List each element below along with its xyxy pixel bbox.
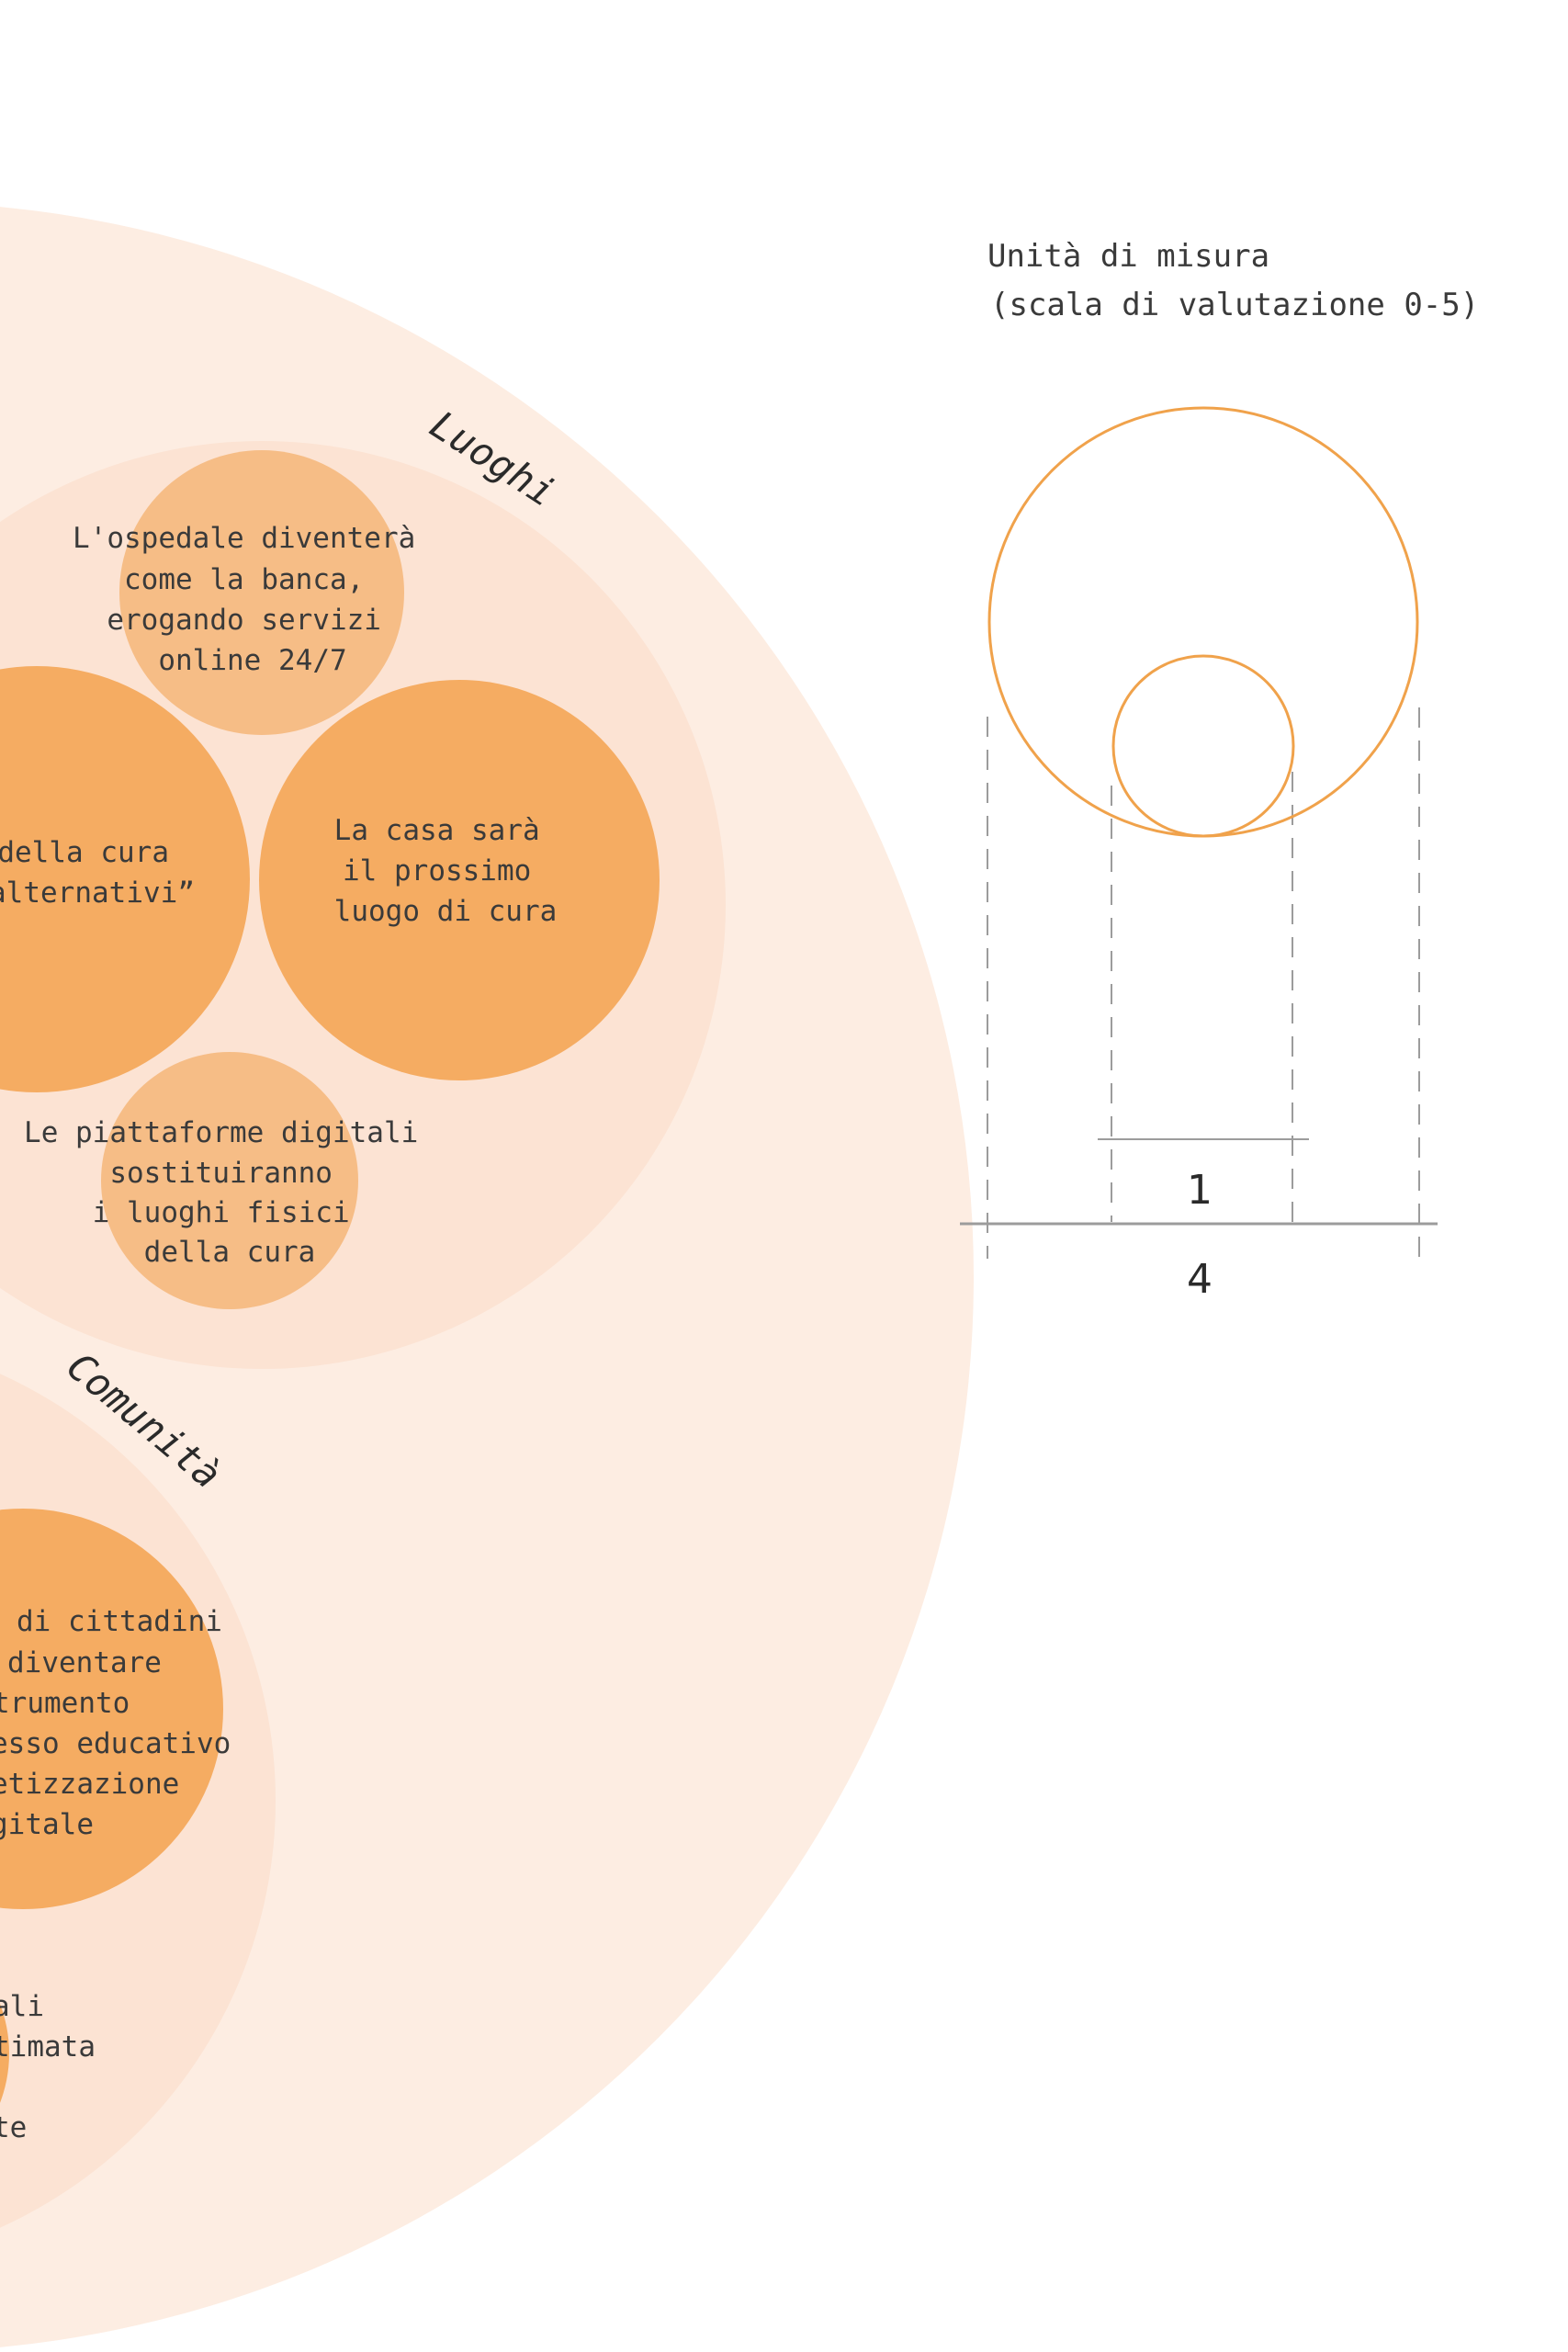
legend-circle-small — [1111, 654, 1295, 838]
bubble-ospedale — [119, 450, 404, 735]
legend: Unità di misura (scala di valutazione 0-… — [960, 238, 1479, 1303]
bubble-casa-label: La casa sarà il prossimo luogo di cura — [334, 814, 558, 928]
bubble-cittadini-label: di cittadini diventare trumento esso edu… — [0, 1605, 248, 1841]
bubble-partial-label: ali timata te — [0, 1990, 113, 2144]
group-comunita: di cittadini diventare trumento esso edu… — [0, 1343, 276, 2228]
legend-value-large: 4 — [1187, 1256, 1213, 1303]
bubble-partial — [0, 2004, 9, 2103]
legend-circle-large — [987, 406, 1419, 838]
bubble-ospedale-label: L'ospedale diventerà come la banca, erog… — [73, 522, 433, 677]
legend-title: Unità di misura (scala di valutazione 0-… — [987, 238, 1479, 323]
bubble-piattaforme — [101, 1052, 358, 1309]
bubble-luoghi-alternativi-label: della cura alternativi” — [0, 836, 195, 910]
bubble-luoghi-alternativi — [0, 666, 250, 1092]
legend-value-small: 1 — [1187, 1167, 1213, 1214]
group-luoghi: L'ospedale diventerà come la banca, erog… — [0, 401, 726, 1369]
bubble-piattaforme-label: Le piattaforme digitali sostituiranno i … — [24, 1116, 435, 1269]
bubble-casa — [259, 680, 660, 1080]
bubble-cittadini — [0, 1509, 223, 1909]
